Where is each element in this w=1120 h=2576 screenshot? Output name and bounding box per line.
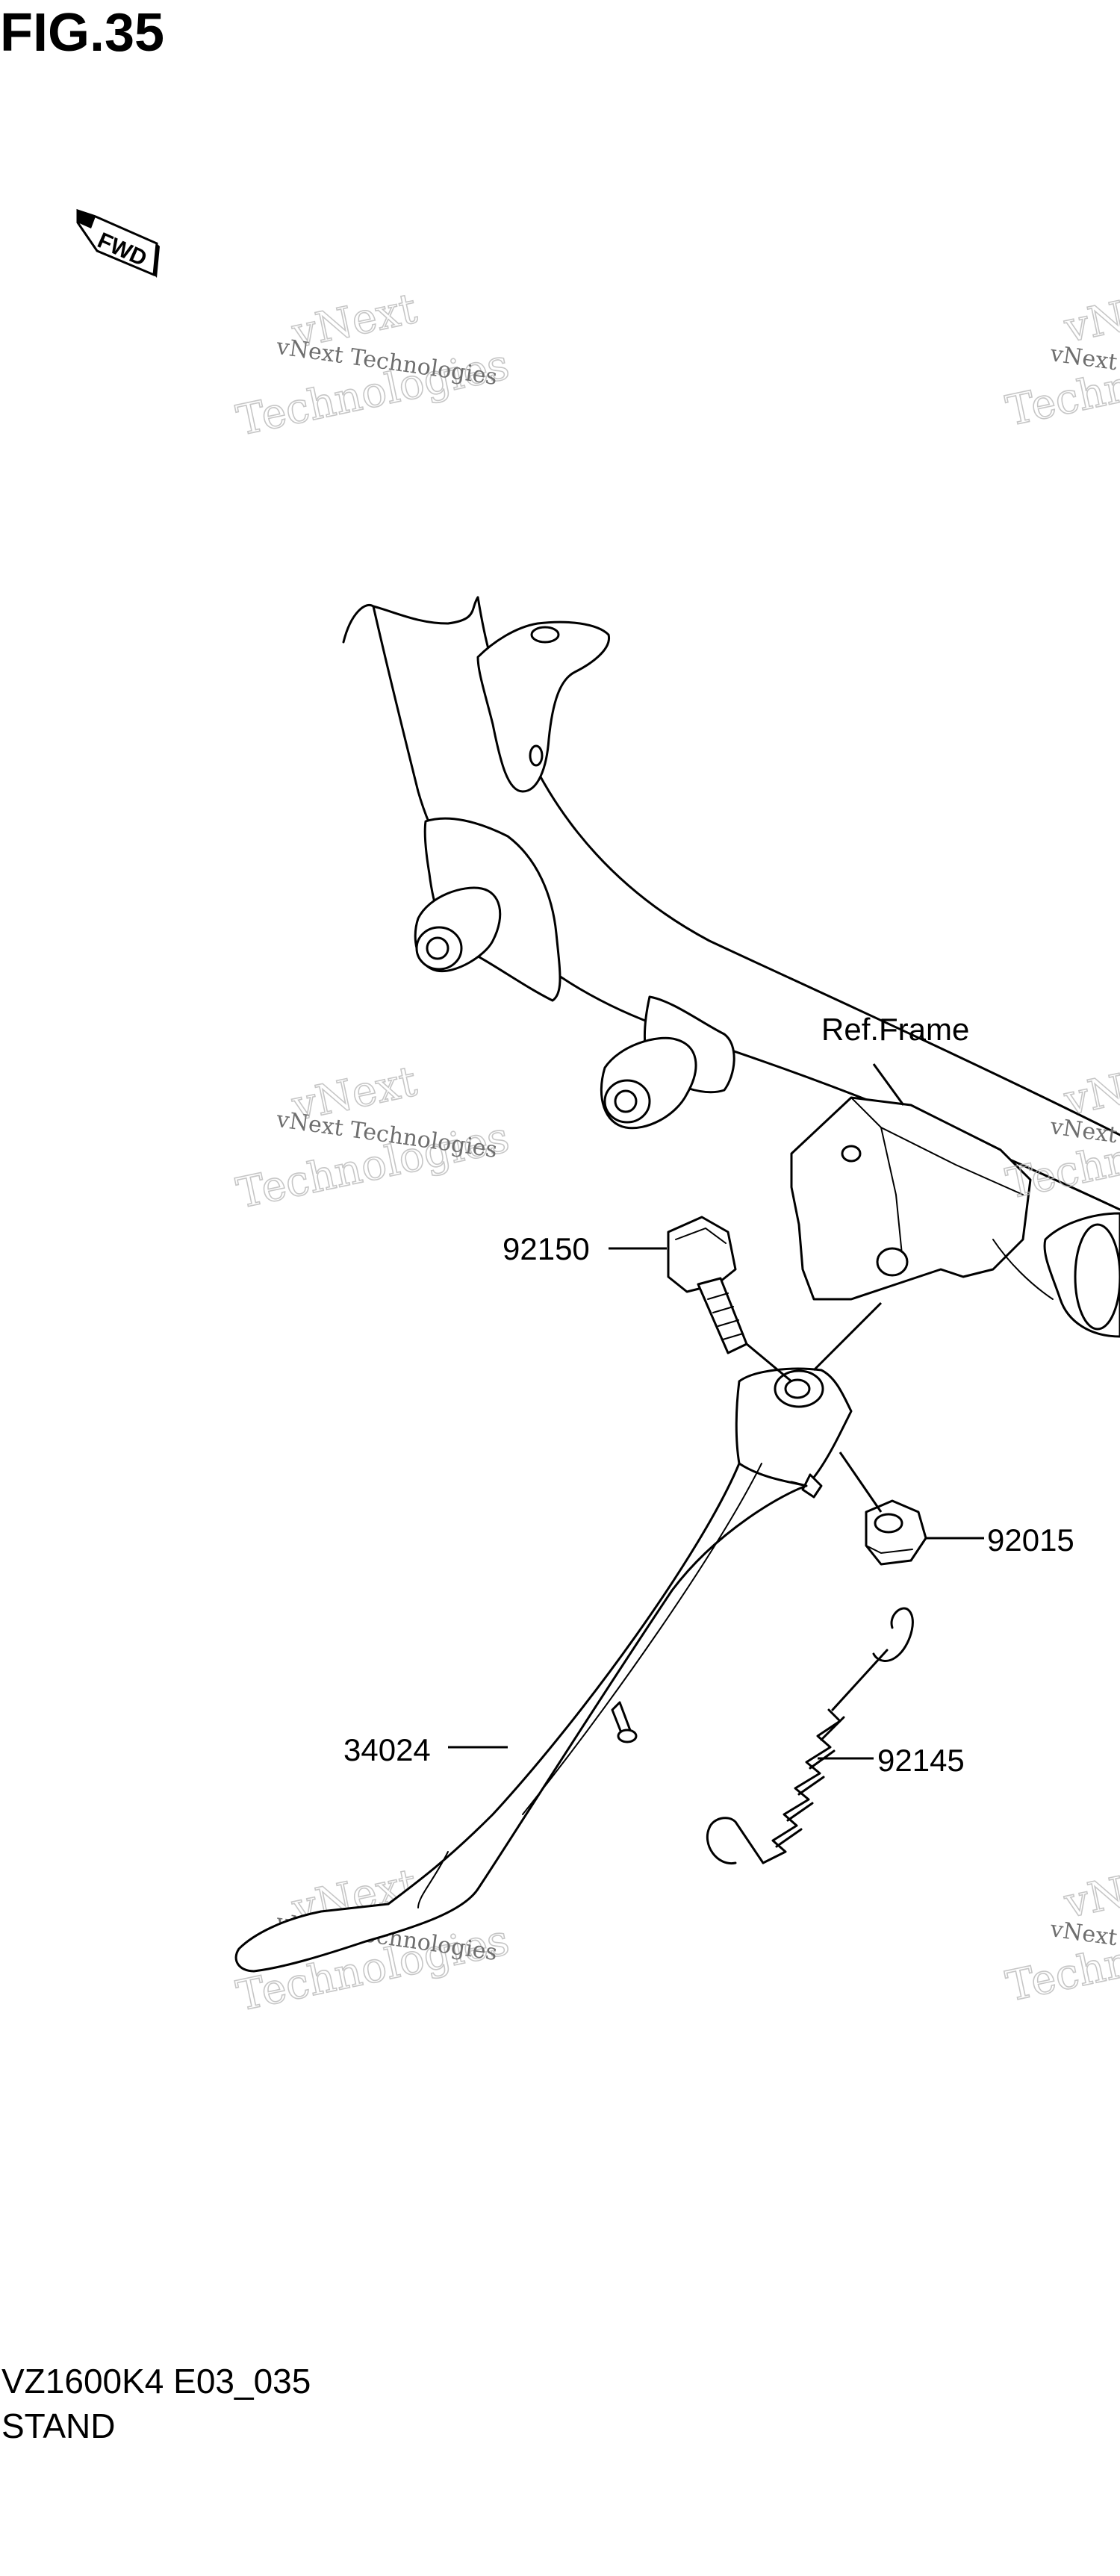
figure-title: FIG.35: [0, 3, 164, 63]
callout-92015: 92015: [987, 1522, 1074, 1558]
section-name: STAND: [1, 2407, 116, 2445]
leader-lines: [448, 1063, 984, 1760]
spring-92145: [706, 1607, 914, 1864]
callout-ref-frame: Ref.Frame: [821, 1012, 969, 1047]
frame-assembly: [342, 596, 1120, 1338]
callout-34024: 34024: [343, 1732, 431, 1767]
model-code: VZ1600K4 E03_035: [1, 2362, 311, 2401]
watermark-group-6: vNext Technologies vNext Technologies: [1001, 1854, 1120, 2012]
fwd-arrow-icon: FWD: [76, 208, 160, 278]
nut-92015: [865, 1499, 927, 1566]
callout-92145: 92145: [877, 1743, 965, 1778]
watermark-group-4: vNext Technologies vNext Technologies: [1001, 279, 1120, 437]
svg-text:vNext: vNext: [1060, 1854, 1120, 1928]
watermark-group-1: vNext Technologies vNext Technologies: [232, 284, 514, 446]
watermark-group-5: vNext Technologies vNext Technologies: [1001, 1051, 1120, 1210]
svg-text:vNext: vNext: [1060, 279, 1120, 352]
bolt-92150: [667, 1216, 748, 1354]
callout-92150: 92150: [503, 1231, 590, 1266]
svg-text:vNext: vNext: [1060, 1051, 1120, 1125]
watermark-group-2: vNext Technologies vNext Technologies: [232, 1057, 514, 1219]
side-stand-34024: [234, 1367, 853, 1973]
